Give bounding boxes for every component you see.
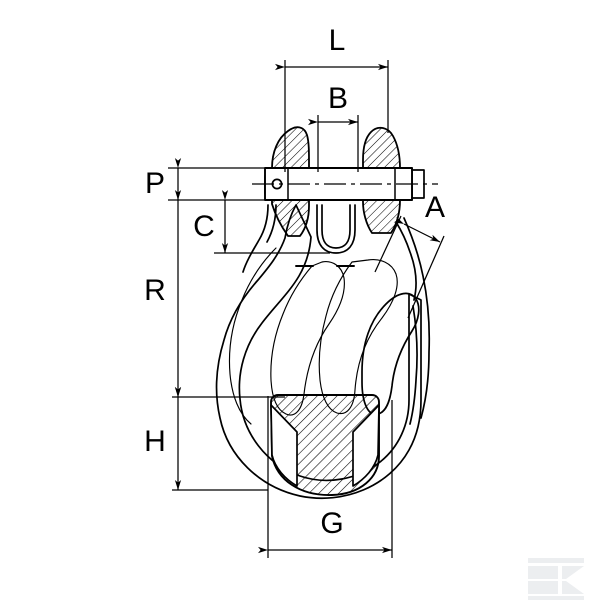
- clevis-jaw-slot: [316, 204, 356, 254]
- dimension-lines: [168, 60, 445, 558]
- hook-tip-arm: [403, 217, 431, 419]
- dimension-label-C: C: [193, 210, 215, 243]
- dimension-H: [172, 387, 285, 491]
- dimension-B: [308, 115, 359, 172]
- clevis-lug-left-lower: [271, 199, 310, 237]
- dimension-label-L: L: [329, 24, 346, 57]
- kramp-logo-watermark: [528, 558, 584, 600]
- dimension-label-H: H: [144, 425, 166, 458]
- dimension-label-P: P: [145, 167, 165, 200]
- dimension-labels: L B P C A R H G: [144, 24, 445, 540]
- dimension-L: [275, 60, 389, 172]
- clevis-lug-right: [362, 126, 401, 169]
- dimension-G: [258, 396, 393, 558]
- hook-body-outline: [215, 204, 422, 500]
- clevis-lug-right-lower: [362, 199, 401, 234]
- dimension-P: [168, 158, 300, 201]
- dim-line-A: [393, 216, 441, 243]
- dimension-label-B: B: [328, 82, 348, 115]
- dimension-C: [214, 190, 330, 254]
- dimension-A: [374, 215, 445, 319]
- hook-tip-arm-inner: [395, 221, 417, 301]
- dimension-label-R: R: [144, 274, 166, 307]
- hook-part-geometry: [215, 126, 431, 500]
- hook-seat-section: [270, 394, 380, 496]
- clevis-lug-left: [271, 126, 310, 169]
- dimension-label-G: G: [320, 507, 343, 540]
- clevis-shank-left: [242, 204, 269, 273]
- dimension-label-A: A: [425, 191, 445, 224]
- hook-tip-arm-inner2: [409, 305, 418, 425]
- clevis-jaw-slot-inner: [321, 204, 351, 249]
- ext-line-A-lower: [407, 235, 445, 319]
